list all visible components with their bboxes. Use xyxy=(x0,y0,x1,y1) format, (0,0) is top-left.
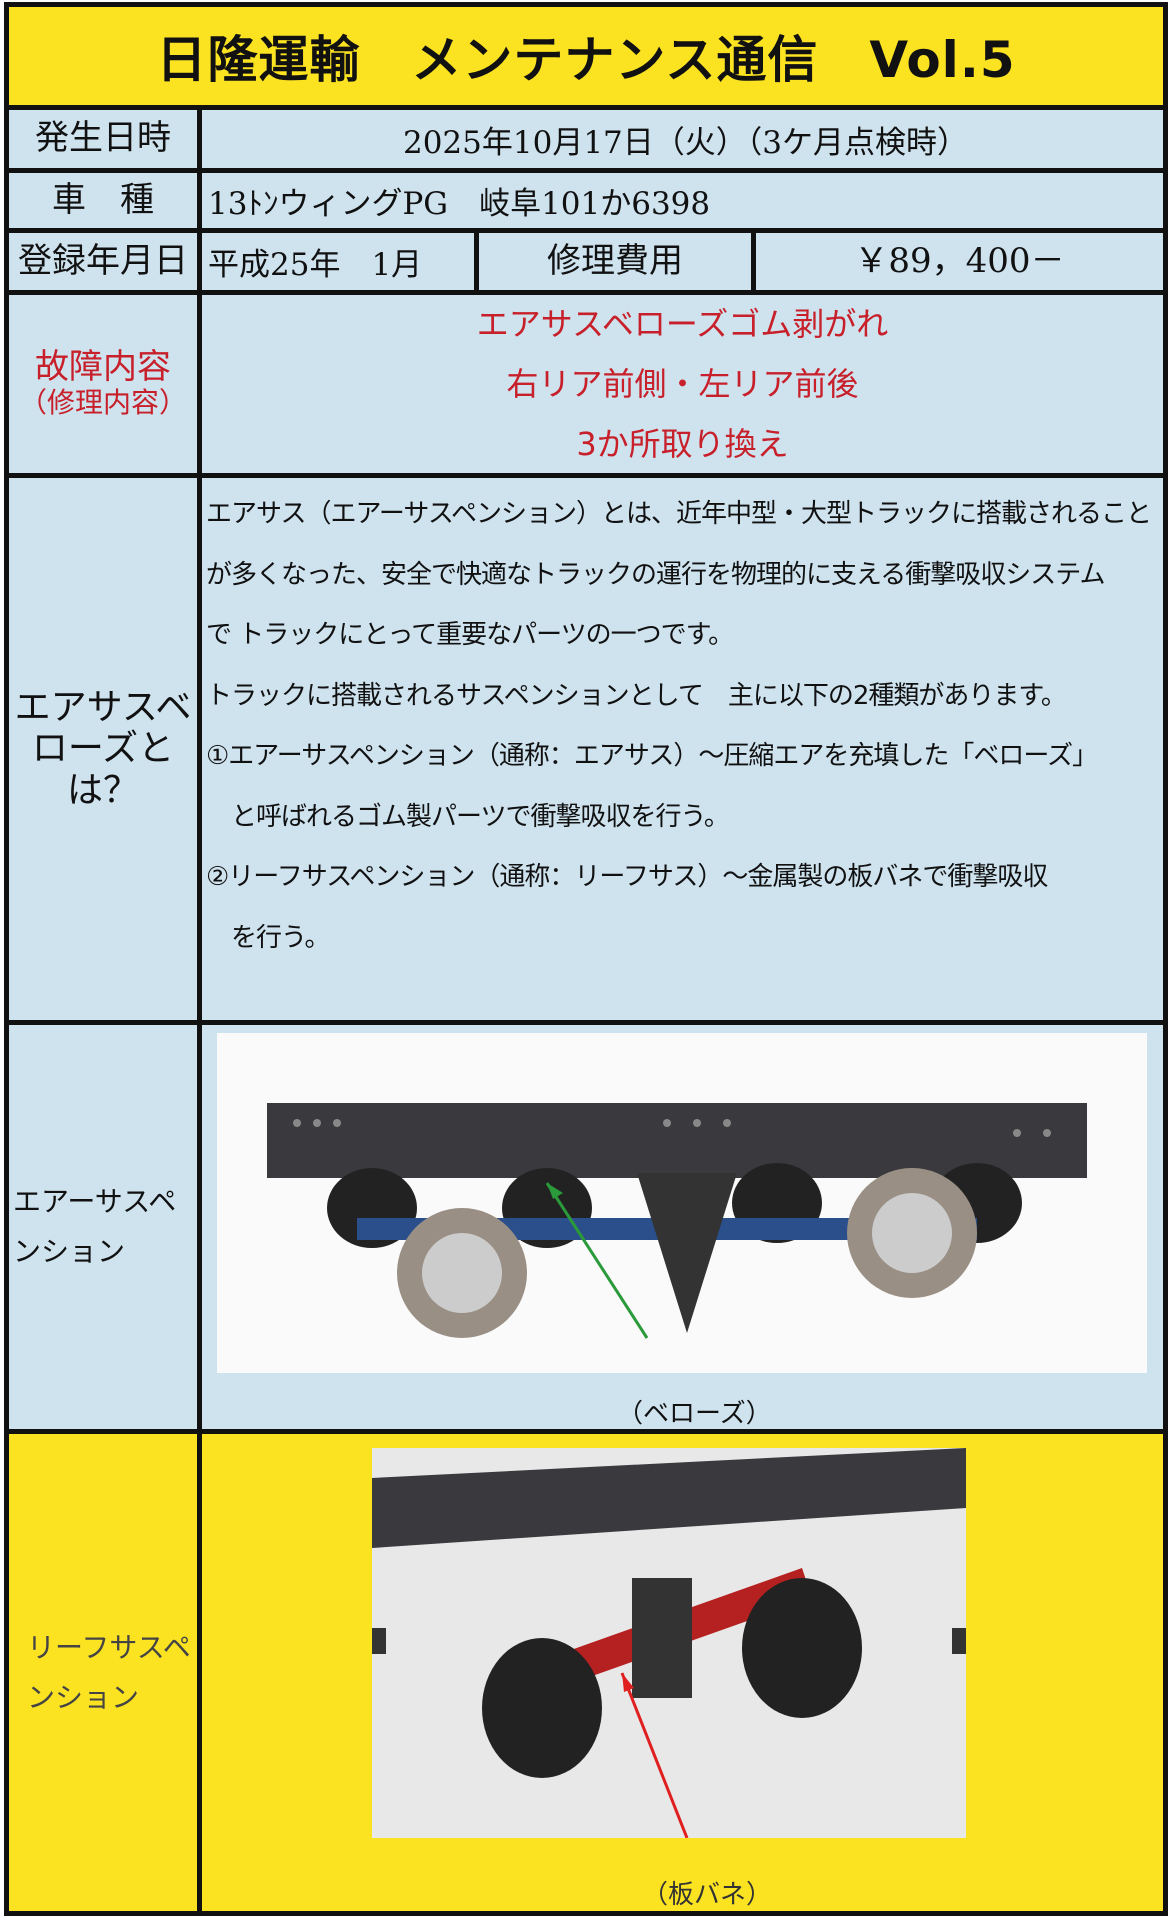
fault-sublabel: （修理内容） xyxy=(18,386,187,420)
occurrence-value: 2025年10月17日（火）（3ケ月点検時） xyxy=(202,110,1163,168)
about-label: エアサスベローズとは？ xyxy=(9,478,197,1020)
fault-line: 右リア前側・左リア前後 xyxy=(506,365,859,403)
leaf-suspension-cell: （板バネ） xyxy=(202,1434,1163,1911)
registration-value: 平成25年 1月 xyxy=(202,233,474,290)
cost-value: ￥89，400－ xyxy=(756,233,1163,290)
about-line: で トラックにとって重要なパーツの一つです。 xyxy=(206,620,734,650)
occurrence-label: 発生日時 xyxy=(9,110,197,168)
fault-label: 故障内容 xyxy=(35,347,171,388)
maintenance-sheet: 日隆運輸 メンテナンス通信 Vol.5 発生日時 2025年10月17日（火）（… xyxy=(4,2,1168,1916)
leaf-spring-caption: （板バネ） xyxy=(642,1880,773,1910)
about-line: を行う。 xyxy=(206,922,330,953)
registration-label: 登録年月日 xyxy=(9,233,197,290)
fault-line: 3か所取り換え xyxy=(576,425,789,463)
about-text: エアサス（エアーサスペンション）とは、近年中型・大型トラックに搭載されること が… xyxy=(202,478,1163,1020)
bellows-caption: （ベローズ） xyxy=(617,1399,772,1429)
about-line: トラックに搭載されるサスペンションとして 主に以下の2種類があります。 xyxy=(206,680,1067,711)
vehicle-label: 車 種 xyxy=(9,173,197,228)
leaf-suspension-label: リーフサスペンション xyxy=(9,1434,197,1911)
fault-line: エアサスベローズゴム剥がれ xyxy=(476,305,889,343)
fault-details: エアサスベローズゴム剥がれ 右リア前側・左リア前後 3か所取り換え xyxy=(202,295,1163,473)
about-line: ②リーフサスペンション（通称：リーフサス）～金属製の板バネで衝撃吸収 xyxy=(206,862,1048,892)
about-line: エアサス（エアーサスペンション）とは、近年中型・大型トラックに搭載されること xyxy=(206,499,1152,529)
cost-label: 修理費用 xyxy=(479,233,751,290)
fault-label-cell: 故障内容 （修理内容） xyxy=(9,295,197,473)
about-line: と呼ばれるゴム製パーツで衝撃吸収を行う。 xyxy=(206,801,730,832)
vehicle-value: 13ﾄﾝウィングPG 岐阜101か6398 xyxy=(202,173,1163,228)
air-suspension-image xyxy=(217,1033,1147,1373)
about-line: が多くなった、安全で快適なトラックの運行を物理的に支える衝撃吸収システム xyxy=(206,559,1105,590)
about-line: ①エアーサスペンション（通称：エアサス）～圧縮エアを充填した「ベローズ」 xyxy=(206,741,1098,771)
air-suspension-cell: （ベローズ） xyxy=(202,1025,1163,1429)
page-title: 日隆運輸 メンテナンス通信 Vol.5 xyxy=(9,7,1163,105)
air-suspension-label: エアーサスペンション xyxy=(9,1025,197,1429)
leaf-suspension-image xyxy=(372,1448,966,1838)
